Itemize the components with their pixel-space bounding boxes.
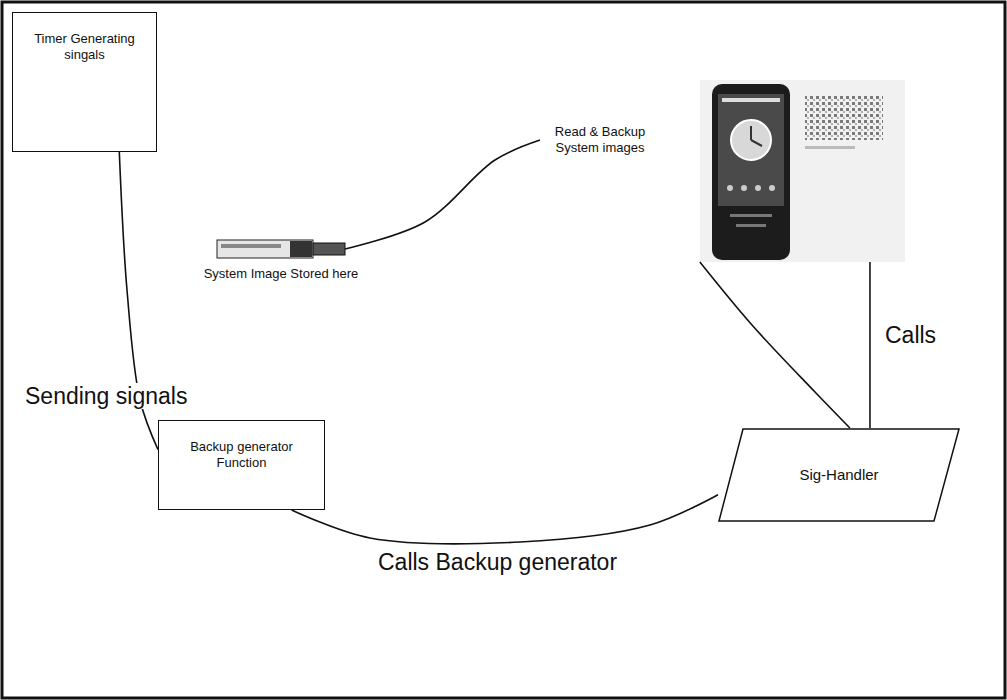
connector-line <box>869 262 871 428</box>
connector-label: Calls <box>882 322 939 348</box>
connector-line <box>345 140 540 249</box>
connector-line <box>292 495 718 544</box>
node-label: Read & Backup System images <box>545 124 655 155</box>
handler-parallelogram: Sig-Handler <box>718 428 960 522</box>
connector-line <box>700 262 850 428</box>
phone-illustration <box>700 80 905 262</box>
connector-label: Sending signals <box>22 383 190 409</box>
node-label: Sig-Handler <box>799 466 878 484</box>
node-label: Timer Generating singals <box>25 31 144 62</box>
node-label: Backup generator Function <box>173 439 310 470</box>
phone-device: Read & Backup System images <box>540 80 905 262</box>
connector-label: Calls Backup generator <box>375 549 620 575</box>
parallelogram-shape <box>719 429 959 521</box>
timer-box: Timer Generating singals <box>12 12 157 152</box>
usb-drive: System Image Stored here <box>217 240 345 258</box>
function-box: Backup generator Function <box>158 420 325 510</box>
usb-stick-illustration <box>217 240 345 258</box>
node-label: System Image Stored here <box>172 266 390 282</box>
